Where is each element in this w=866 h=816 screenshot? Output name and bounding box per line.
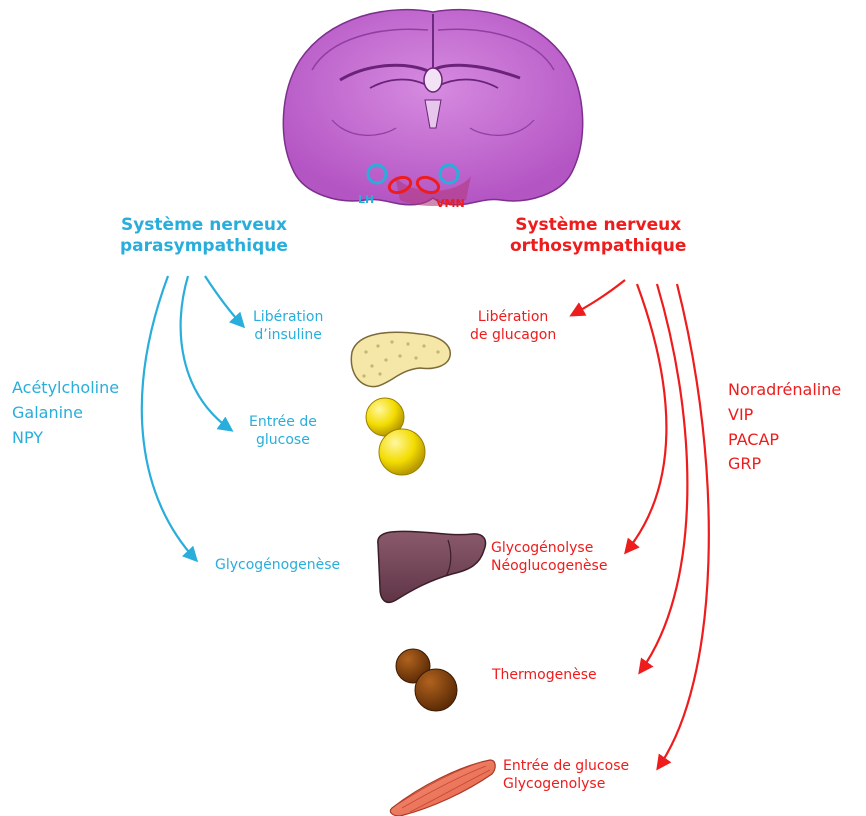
neurotransmitter-item: GRP: [728, 452, 841, 477]
muscle-icon: [390, 760, 495, 816]
effect-glucose-entry-line2: glucose: [249, 432, 317, 450]
effect-glucagon-release: Libération de glucagon: [470, 309, 556, 344]
effect-muscle: Entrée de glucose Glycogenolyse: [503, 758, 629, 793]
neurotransmitter-item: Noradrénaline: [728, 378, 841, 403]
parasympathetic-arrows: [142, 276, 243, 560]
sympathetic-neurotransmitter-list: Noradrénaline VIP PACAP GRP: [728, 378, 841, 477]
effect-insulin-line2: d’insuline: [253, 327, 323, 345]
arrow-thermogenesis: [640, 284, 687, 672]
brain-section-icon: [283, 10, 582, 206]
pancreas-icon: [351, 332, 450, 386]
neurotransmitter-item: Galanine: [12, 401, 119, 426]
neurotransmitter-item: VIP: [728, 403, 841, 428]
sympathetic-title: Système nerveux orthosympathique: [510, 215, 686, 258]
parasympathetic-title-line2: parasympathique: [120, 236, 288, 257]
liver-icon: [378, 531, 486, 602]
effect-liver-line2: Néoglucogenèse: [491, 558, 607, 576]
arrow-muscle: [658, 284, 709, 768]
effect-liver-line1: Glycogénolyse: [491, 540, 607, 558]
arrow-glucagon: [572, 280, 625, 315]
arrow-insulin: [205, 276, 243, 326]
effect-muscle-line2: Glycogenolyse: [503, 776, 629, 794]
arrow-liver: [626, 284, 666, 552]
effect-insulin-line1: Libération: [253, 309, 323, 327]
nucleus-vmn-label: VMN: [436, 197, 465, 211]
arrow-glycogenesis: [142, 276, 196, 560]
effect-muscle-line1: Entrée de glucose: [503, 758, 629, 776]
neurotransmitter-item: NPY: [12, 426, 119, 451]
effect-glycogenesis: Glycogénogenèse: [215, 557, 340, 575]
effect-glucagon-line1: Libération: [470, 309, 556, 327]
neurotransmitter-item: PACAP: [728, 428, 841, 453]
nucleus-lh-label: LH: [358, 193, 374, 207]
effect-insulin-release: Libération d’insuline: [253, 309, 323, 344]
effect-glucagon-line2: de glucagon: [470, 327, 556, 345]
neurotransmitter-item: Acétylcholine: [12, 376, 119, 401]
white-adipose-icon: [366, 398, 425, 475]
brown-adipose-icon: [396, 649, 457, 711]
sympathetic-title-line2: orthosympathique: [510, 236, 686, 257]
effect-thermogenesis: Thermogenèse: [492, 667, 597, 685]
parasympathetic-title: Système nerveux parasympathique: [120, 215, 288, 258]
parasympathetic-neurotransmitter-list: Acétylcholine Galanine NPY: [12, 376, 119, 450]
effect-liver: Glycogénolyse Néoglucogenèse: [491, 540, 607, 575]
sympathetic-arrows: [572, 280, 709, 768]
arrow-glucose-entry: [181, 276, 231, 430]
sympathetic-title-line1: Système nerveux: [510, 215, 686, 236]
parasympathetic-title-line1: Système nerveux: [120, 215, 288, 236]
effect-glucose-entry: Entrée de glucose: [249, 414, 317, 449]
effect-glucose-entry-line1: Entrée de: [249, 414, 317, 432]
